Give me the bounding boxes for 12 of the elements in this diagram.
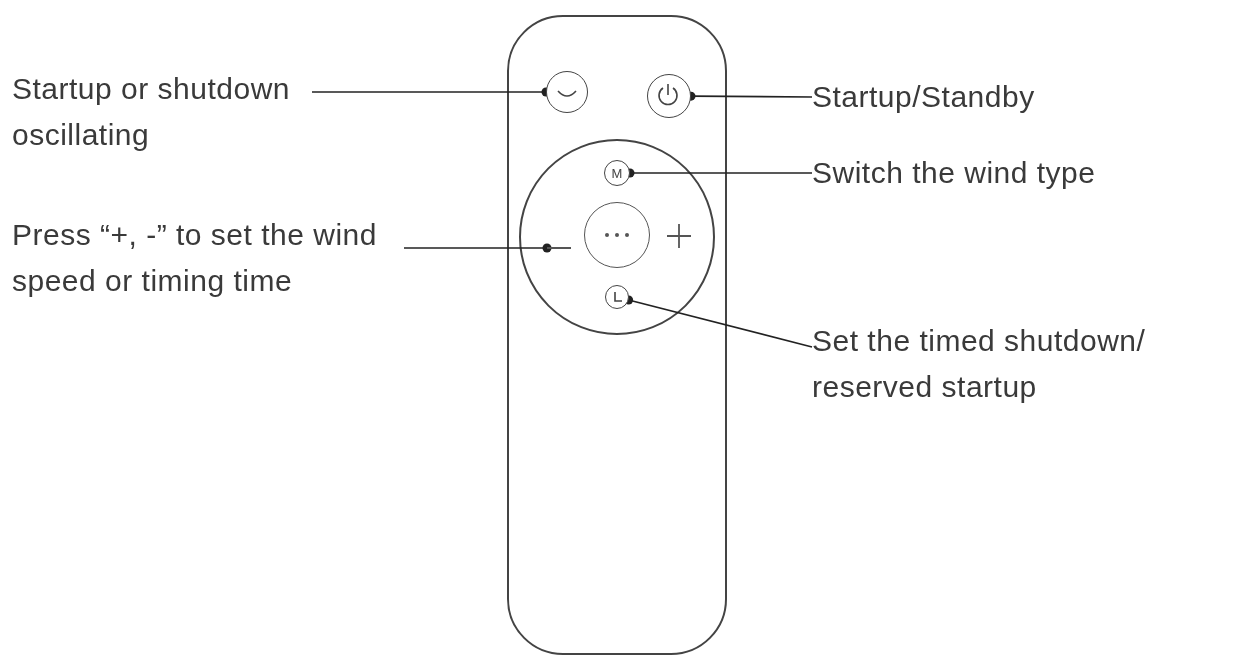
leader-line — [624, 295, 813, 348]
callout-text: Press “+, -” to set the wind speed or timing time — [12, 217, 378, 299]
minus-key — [547, 247, 571, 249]
callout-text: Switch the wind type — [812, 155, 1097, 191]
callout-text: Startup or shutdown oscillating — [12, 71, 291, 153]
callout-text: Set the timed shutdown/ reserved startup — [812, 323, 1147, 405]
callout-text: Startup/Standby — [812, 79, 1036, 115]
power-button — [647, 74, 691, 118]
leader-line — [403, 243, 552, 253]
timer-button — [605, 285, 629, 309]
mode-button: M — [604, 160, 630, 186]
oscillation-button — [546, 71, 588, 113]
